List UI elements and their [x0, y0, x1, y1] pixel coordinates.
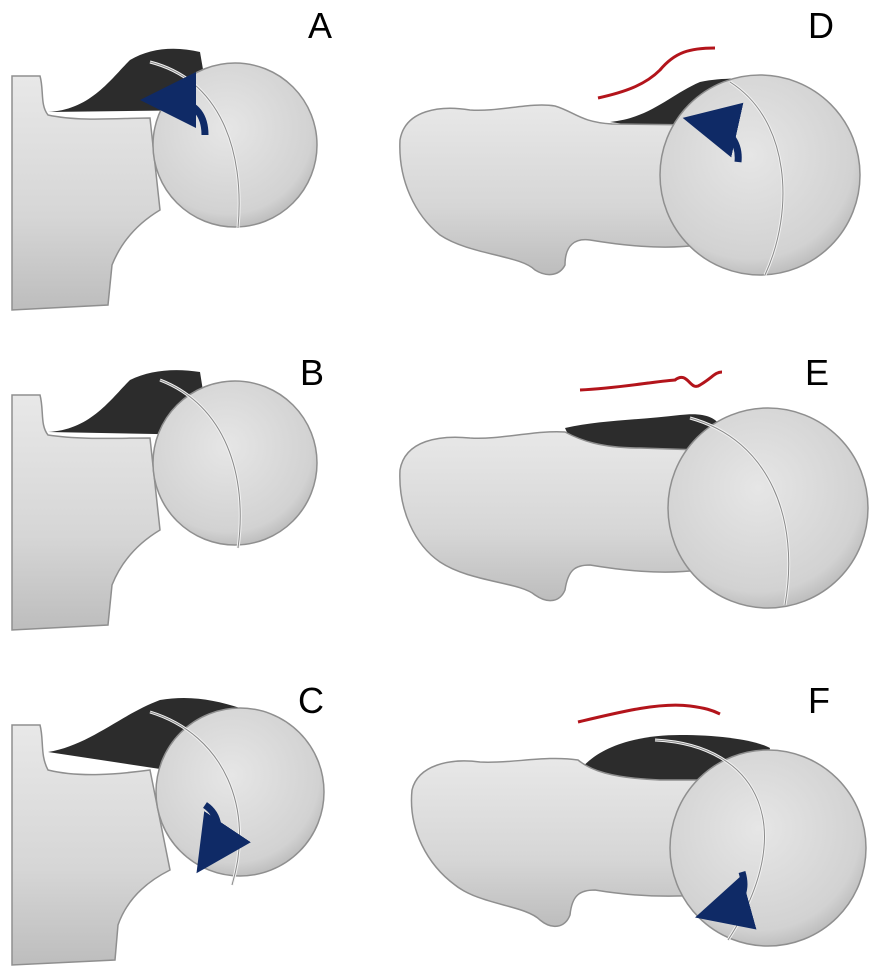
femoral-head	[669, 749, 867, 947]
acetabular-rim-edge	[689, 417, 790, 606]
femur-body	[11, 724, 171, 966]
panel-b	[11, 370, 318, 631]
panel-a	[11, 48, 318, 311]
femur-body	[410, 757, 711, 927]
panel-c	[11, 697, 325, 966]
panel-e	[399, 370, 869, 609]
panel-label-e: E	[805, 352, 830, 393]
acetabular-rim-edge	[159, 379, 241, 549]
acetabular-rim-edge	[149, 61, 240, 229]
panel-label-d: D	[808, 5, 834, 46]
femoral-head	[152, 62, 318, 228]
femoral-head	[152, 380, 318, 546]
rotation-arrow	[695, 870, 757, 930]
femur-body	[399, 104, 701, 276]
panel-label-f: F	[808, 680, 830, 721]
femur-body	[11, 394, 161, 631]
femur-body	[11, 75, 161, 311]
contour-line	[577, 703, 721, 724]
panel-label-b: B	[300, 352, 325, 393]
femur-body	[399, 430, 701, 602]
rotation-arrow	[140, 72, 209, 136]
rotation-arrow	[682, 102, 744, 163]
contour-line	[597, 46, 716, 100]
rotation-arrow	[196, 802, 251, 874]
contour-line	[579, 370, 723, 392]
acetabular-rim-edge	[729, 81, 784, 276]
panel-f	[410, 703, 867, 947]
panel-d	[399, 46, 861, 276]
panel-label-c: C	[298, 680, 324, 721]
femoral-head	[659, 74, 861, 276]
femoral-head	[667, 407, 869, 609]
panel-label-a: A	[308, 5, 333, 46]
